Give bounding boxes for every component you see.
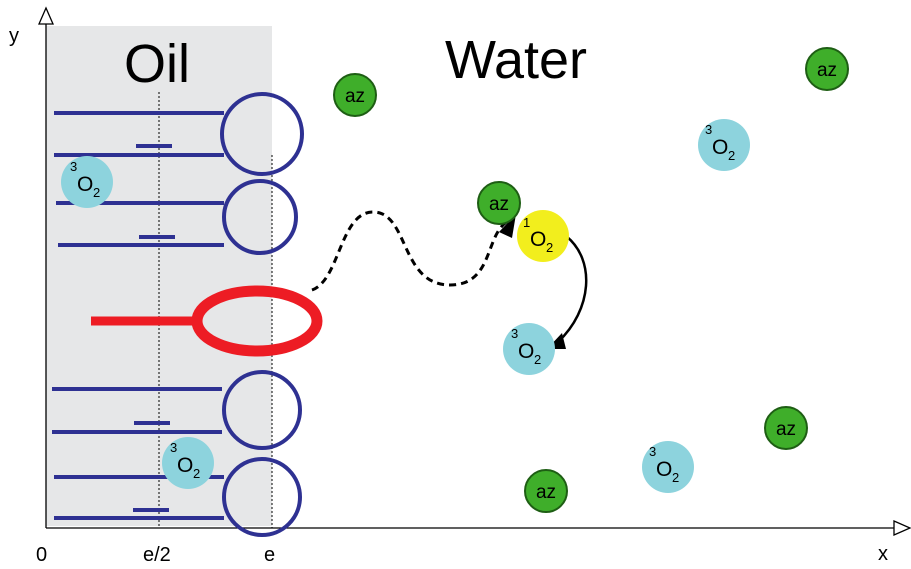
svg-text:3: 3 bbox=[511, 326, 518, 341]
triplet-oxygen: 3 O 2 bbox=[642, 441, 694, 493]
svg-text:3: 3 bbox=[705, 122, 712, 137]
triplet-oxygen: 3 O 2 bbox=[503, 323, 555, 375]
svg-text:3: 3 bbox=[170, 440, 177, 455]
azide-molecule: az bbox=[477, 181, 521, 225]
triplet-oxygen: 3 O 2 bbox=[698, 119, 750, 171]
x-tick-zero: 0 bbox=[36, 544, 47, 566]
singlet-oxygen: 1 O 2 bbox=[517, 210, 569, 262]
svg-text:az: az bbox=[345, 86, 365, 107]
svg-text:2: 2 bbox=[534, 352, 541, 367]
svg-text:O: O bbox=[177, 454, 193, 477]
svg-text:O: O bbox=[712, 136, 728, 159]
svg-text:2: 2 bbox=[93, 185, 100, 200]
x-axis-label: x bbox=[878, 543, 888, 565]
decay-arrow bbox=[557, 235, 588, 343]
svg-text:az: az bbox=[536, 482, 556, 503]
svg-text:O: O bbox=[77, 173, 93, 196]
water-label: Water bbox=[445, 30, 587, 90]
svg-text:3: 3 bbox=[649, 444, 656, 459]
svg-text:3: 3 bbox=[70, 159, 77, 174]
svg-text:az: az bbox=[776, 419, 796, 440]
azide-molecule: az bbox=[524, 469, 568, 513]
photosensitizer bbox=[91, 285, 323, 357]
azide-molecule: az bbox=[805, 47, 849, 91]
svg-text:az: az bbox=[817, 60, 837, 81]
svg-text:2: 2 bbox=[728, 148, 735, 163]
azide-molecule: az bbox=[764, 406, 808, 450]
oil-label: Oil bbox=[124, 34, 190, 94]
surfactant bbox=[52, 370, 302, 450]
x-tick-e: e bbox=[264, 544, 275, 566]
y-axis-label: y bbox=[9, 25, 19, 47]
y-axis-arrowhead bbox=[38, 6, 54, 25]
x-tick-e-half: e/2 bbox=[143, 544, 171, 566]
svg-text:2: 2 bbox=[672, 470, 679, 485]
svg-text:O: O bbox=[656, 458, 672, 481]
svg-text:2: 2 bbox=[546, 240, 553, 255]
surfactant bbox=[54, 92, 304, 176]
energy-transfer-path bbox=[311, 210, 511, 292]
svg-text:O: O bbox=[518, 340, 534, 363]
svg-text:2: 2 bbox=[193, 466, 200, 481]
azide-molecule: az bbox=[333, 73, 377, 117]
svg-text:O: O bbox=[530, 228, 546, 251]
triplet-oxygen: 3 O 2 bbox=[61, 156, 113, 208]
triplet-oxygen: 3 O 2 bbox=[162, 437, 214, 489]
x-axis-arrowhead bbox=[893, 520, 911, 536]
svg-text:az: az bbox=[489, 194, 509, 215]
svg-text:1: 1 bbox=[523, 215, 530, 230]
